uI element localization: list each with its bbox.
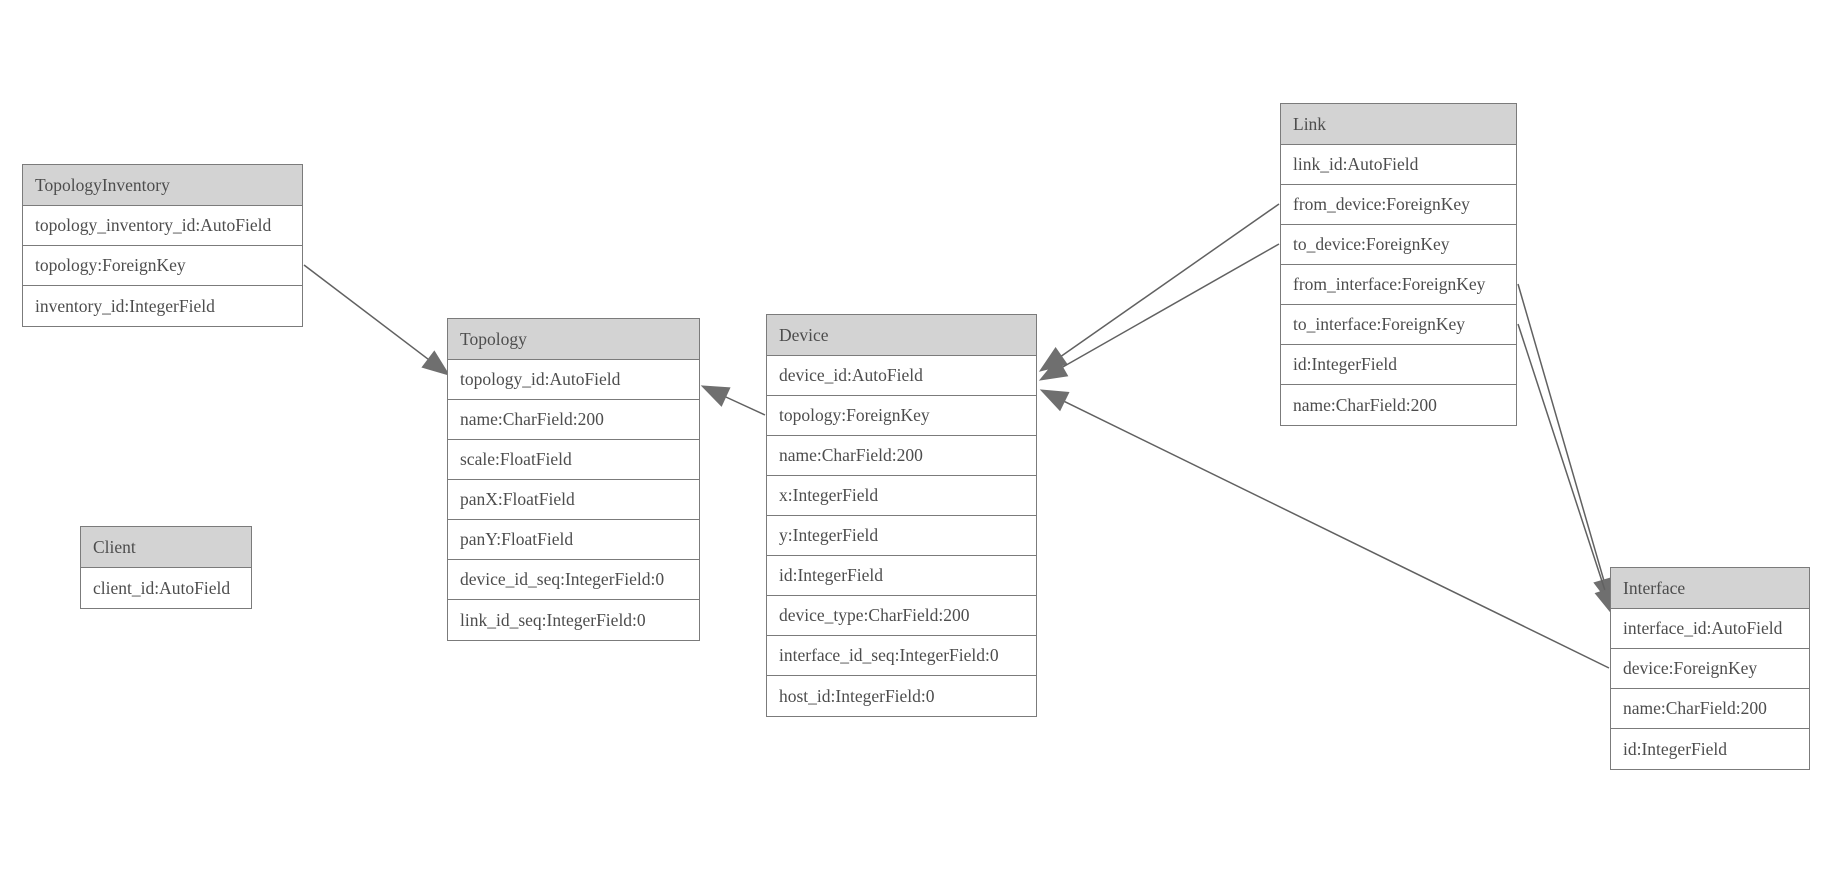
field-link-id: id:IntegerField (1281, 345, 1516, 385)
field-interface-name: name:CharField:200 (1611, 689, 1809, 729)
field-interface-device: device:ForeignKey (1611, 649, 1809, 689)
field-device-device_type: device_type:CharField:200 (767, 596, 1036, 636)
field-interface-interface_id: interface_id:AutoField (1611, 609, 1809, 649)
field-topology-panY: panY:FloatField (448, 520, 699, 560)
entity-title-topology_inventory: TopologyInventory (23, 165, 302, 206)
entity-title-topology: Topology (448, 319, 699, 360)
field-device-topology: topology:ForeignKey (767, 396, 1036, 436)
field-device-interface_id_seq: interface_id_seq:IntegerField:0 (767, 636, 1036, 676)
field-client-client_id: client_id:AutoField (81, 568, 251, 608)
arrowhead-topology_inventory-topology (421, 350, 451, 376)
edge-interface-device-to-device (1064, 400, 1610, 669)
field-link-from_interface: from_interface:ForeignKey (1281, 265, 1516, 305)
field-device-y: y:IntegerField (767, 516, 1036, 556)
field-device-name: name:CharField:200 (767, 436, 1036, 476)
edge-link-to_interface-to-interface (1517, 323, 1606, 591)
field-interface-id: id:IntegerField (1611, 729, 1809, 769)
field-topology_inventory-topology: topology:ForeignKey (23, 246, 302, 286)
field-device-id: id:IntegerField (767, 556, 1036, 596)
field-link-link_id: link_id:AutoField (1281, 145, 1516, 185)
field-topology-topology_id: topology_id:AutoField (448, 360, 699, 400)
entity-title-client: Client (81, 527, 251, 568)
edge-topology_inventory-topology-to-topology (303, 264, 429, 360)
edge-link-from_device-to-device (1060, 203, 1280, 357)
field-device-x: x:IntegerField (767, 476, 1036, 516)
field-topology-device_id_seq: device_id_seq:IntegerField:0 (448, 560, 699, 600)
edge-link-from_interface-to-interface (1517, 283, 1605, 581)
field-topology_inventory-inventory_id: inventory_id:IntegerField (23, 286, 302, 326)
field-device-device_id: device_id:AutoField (767, 356, 1036, 396)
field-device-host_id: host_id:IntegerField:0 (767, 676, 1036, 716)
field-link-to_interface: to_interface:ForeignKey (1281, 305, 1516, 345)
field-topology_inventory-topology_inventory_id: topology_inventory_id:AutoField (23, 206, 302, 246)
field-topology-link_id_seq: link_id_seq:IntegerField:0 (448, 600, 699, 640)
field-link-from_device: from_device:ForeignKey (1281, 185, 1516, 225)
arrowhead-device-topology (700, 385, 731, 407)
field-topology-scale: scale:FloatField (448, 440, 699, 480)
edge-link-to_device-to-device (1062, 243, 1280, 368)
entity-title-device: Device (767, 315, 1036, 356)
arrowhead-interface-device (1039, 389, 1070, 412)
field-link-name: name:CharField:200 (1281, 385, 1516, 425)
arrowhead-link-to_device (1038, 357, 1069, 381)
field-link-to_device: to_device:ForeignKey (1281, 225, 1516, 265)
field-topology-panX: panX:FloatField (448, 480, 699, 520)
entity-title-link: Link (1281, 104, 1516, 145)
entity-title-interface: Interface (1611, 568, 1809, 609)
edge-device-topology-to-topology (725, 396, 766, 416)
field-topology-name: name:CharField:200 (448, 400, 699, 440)
